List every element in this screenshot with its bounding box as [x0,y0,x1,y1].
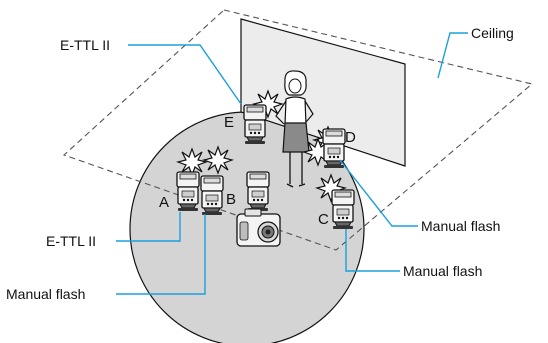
camera-body [237,209,280,246]
label-ettl-bottom: E-TTL II [46,233,96,249]
flash-letter-b: B [226,191,236,208]
flash-on-camera [247,172,269,211]
flash-letter-a: A [159,194,169,211]
label-manual-flash-b: Manual flash [6,286,85,302]
label-manual-flash-c: Manual flash [403,263,482,279]
label-ceiling: Ceiling [471,25,514,41]
flash-letter-d: D [345,129,356,146]
flash-letter-c: C [318,211,329,228]
label-manual-flash-d: Manual flash [421,218,500,234]
leader-ettl-top [128,45,241,104]
leader-ceiling [438,33,468,78]
flash-letter-e: E [224,114,234,131]
label-ettl-top: E-TTL II [60,37,110,53]
